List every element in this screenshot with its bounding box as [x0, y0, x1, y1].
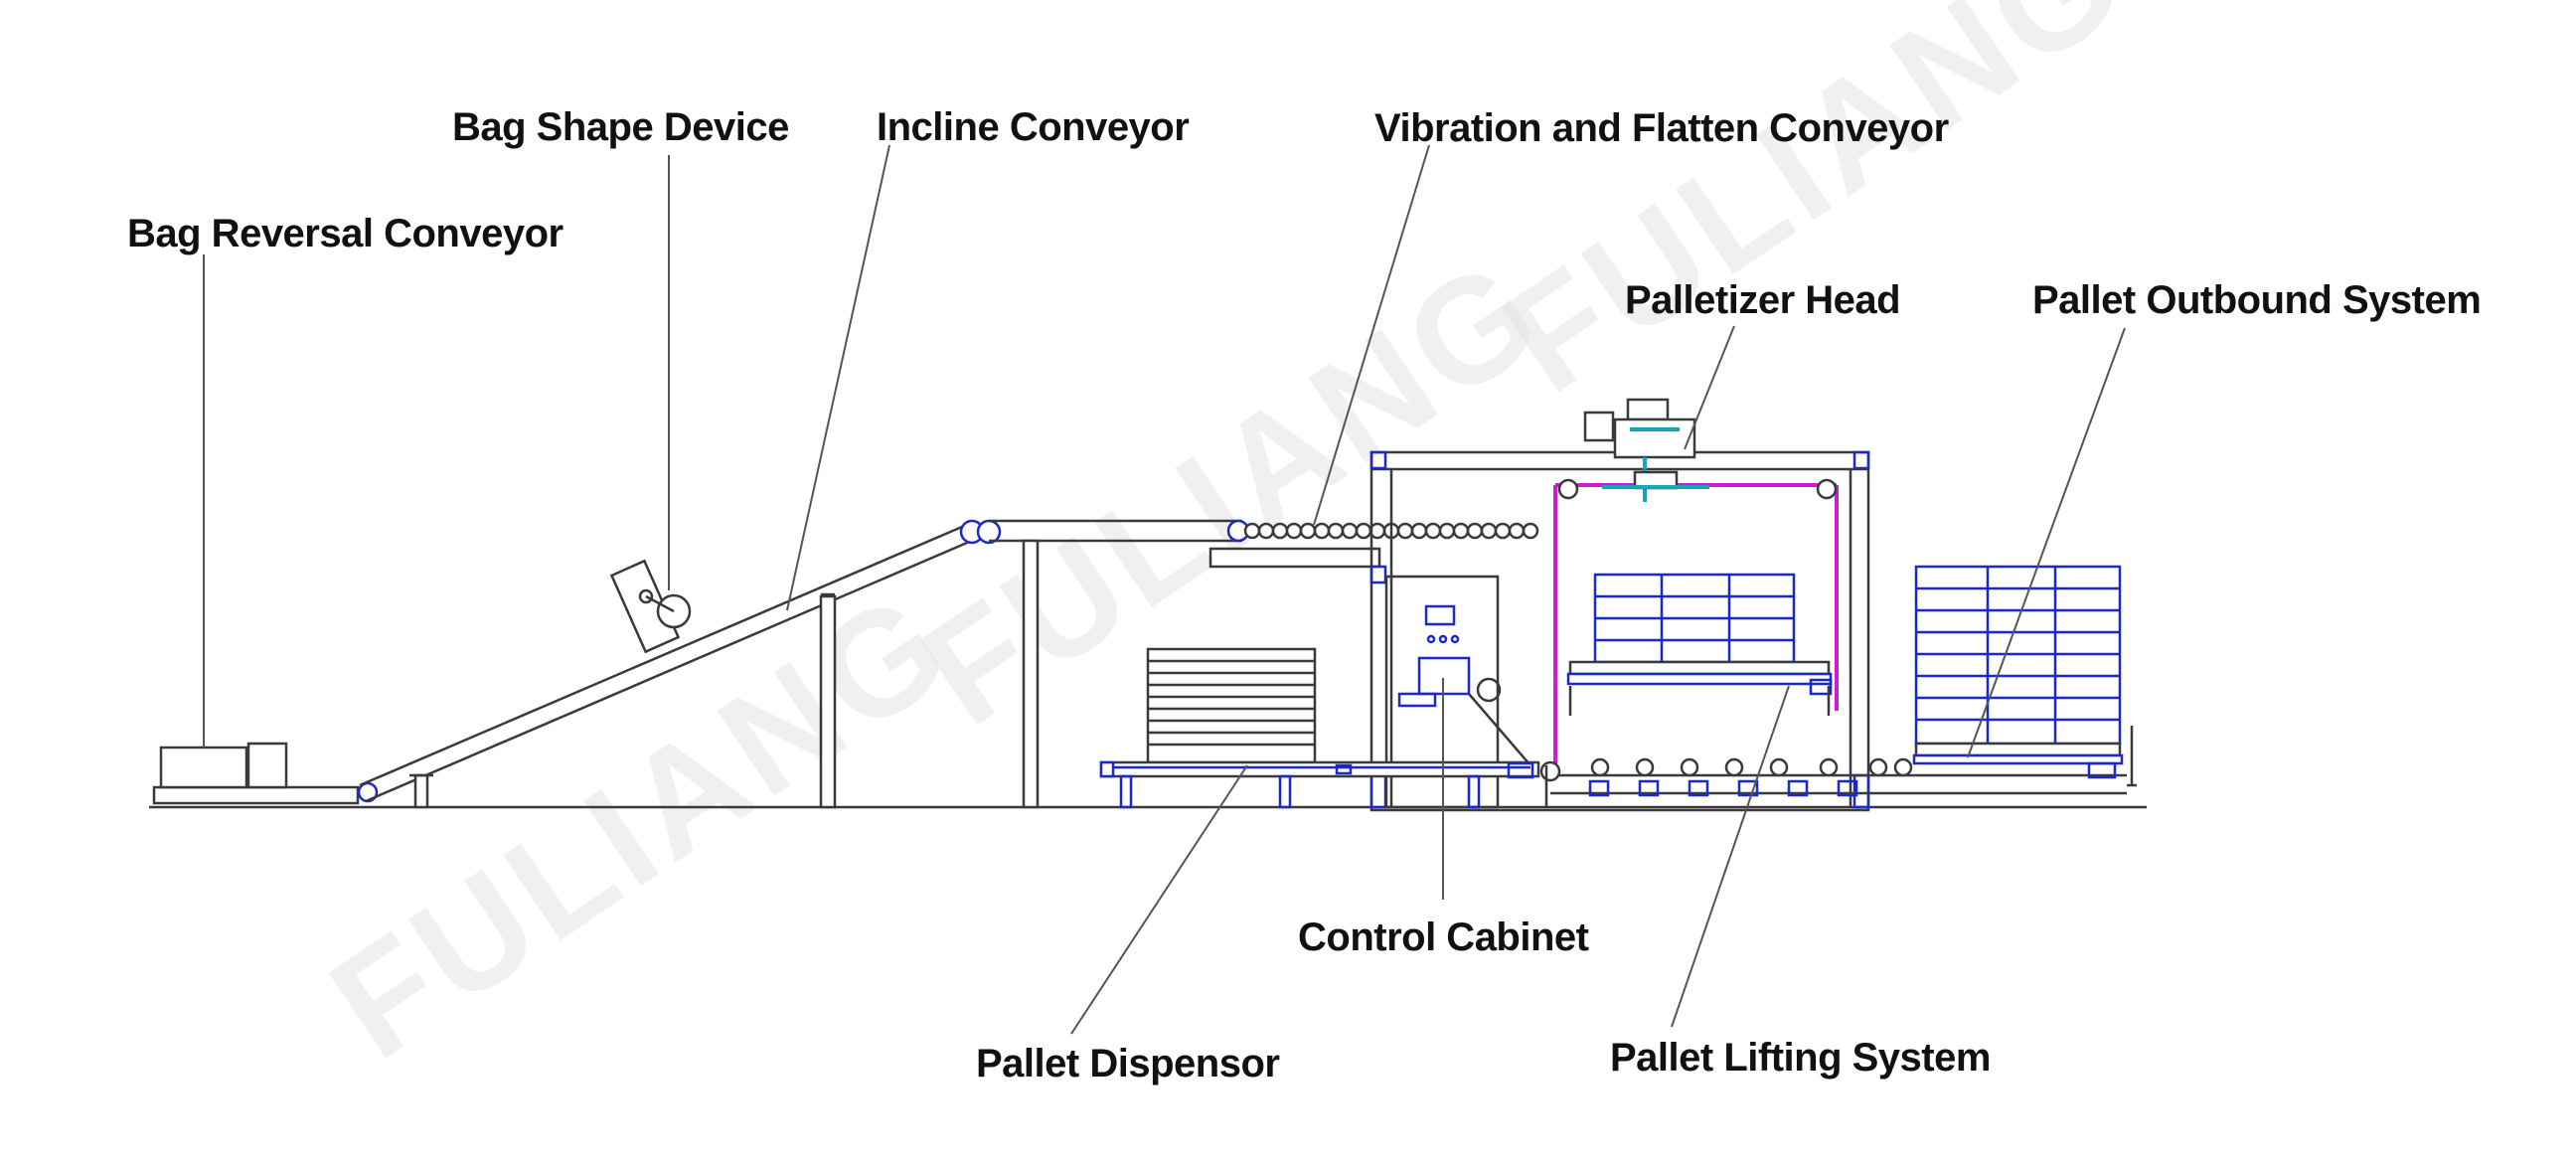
- vibration-flatten-conveyor: [989, 519, 1539, 809]
- label-control-cabinet: Control Cabinet: [1298, 915, 1589, 959]
- pallet-lifting-rollers: [1539, 757, 2127, 807]
- component-labels: Bag Reversal Conveyor Bag Shape Device I…: [127, 105, 2482, 1085]
- palletizer-head-unit: [1583, 398, 1709, 502]
- label-palletizer-head: Palletizer Head: [1625, 278, 1900, 322]
- label-vibration-and-flatten-conveyor: Vibration and Flatten Conveyor: [1374, 106, 1949, 150]
- incline-conveyor: [359, 519, 1002, 809]
- label-bag-shape-device: Bag Shape Device: [452, 105, 789, 149]
- flatten-rollers: [1243, 522, 1539, 540]
- leader-palletizer-head: [1684, 325, 1735, 450]
- label-incline-conveyor: Incline Conveyor: [877, 105, 1189, 149]
- pallet-dispensor-unit: [1146, 647, 1317, 764]
- leader-lines: [203, 144, 2126, 1035]
- bag-stack-lifting: [1566, 573, 1833, 716]
- label-pallet-lifting-system: Pallet Lifting System: [1610, 1036, 1991, 1080]
- pallet-infeed-conveyor: [1099, 760, 1540, 809]
- pallet-outbound-unit: [1912, 565, 2137, 787]
- label-pallet-outbound-system: Pallet Outbound System: [2032, 278, 2481, 322]
- bag-shape-device: [609, 559, 692, 654]
- watermark-group: FULIANG FULIANG FULIANG: [302, 0, 2152, 1090]
- bag-reversal-conveyor: [152, 742, 379, 805]
- leader-pallet-dispensor: [1070, 764, 1248, 1035]
- label-bag-reversal-conveyor: Bag Reversal Conveyor: [127, 212, 564, 255]
- leader-vibration: [1313, 144, 1430, 526]
- watermark-3: FULIANG: [1475, 0, 2152, 424]
- leader-pallet-outbound: [1967, 327, 2126, 758]
- leader-pallet-lifting: [1671, 685, 1790, 1028]
- label-pallet-dispensor: Pallet Dispensor: [976, 1042, 1279, 1085]
- leader-incline: [786, 144, 890, 611]
